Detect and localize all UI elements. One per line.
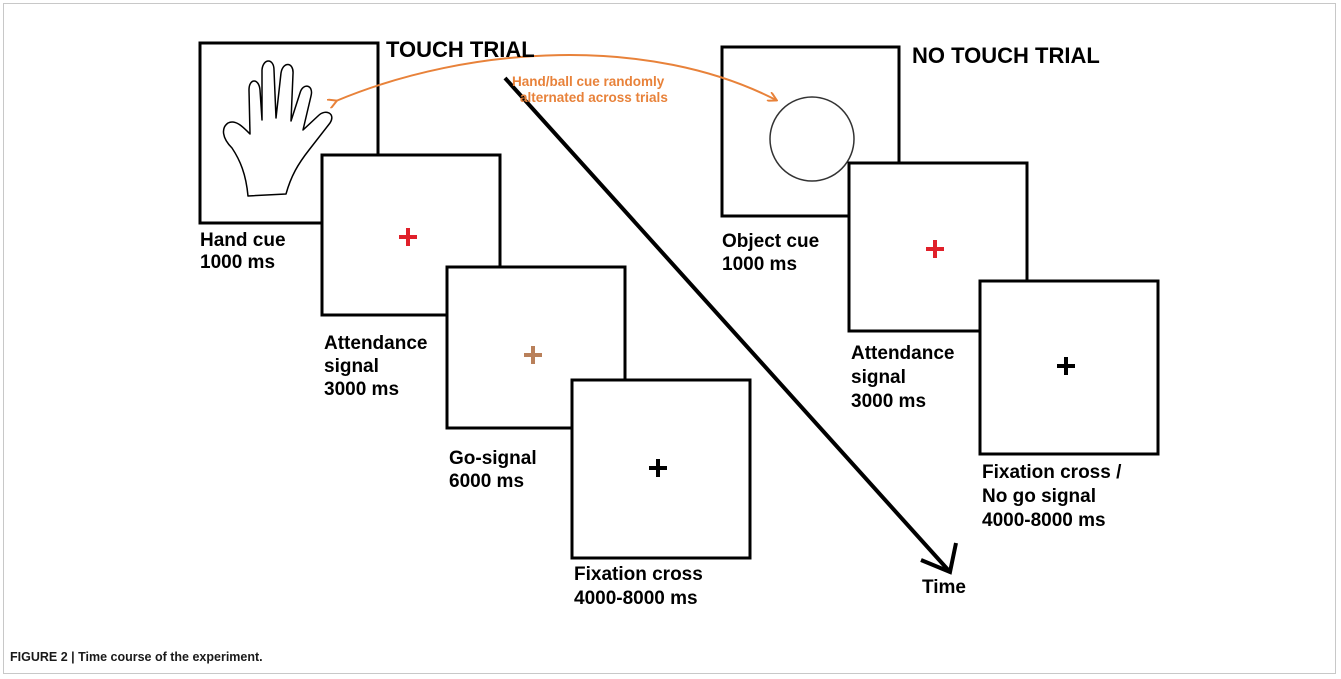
attendance-label-no-touch-2: signal — [851, 367, 906, 388]
attendance-label-no-touch: Attendance — [851, 343, 954, 364]
touch-trial-title: TOUCH TRIAL — [386, 37, 535, 62]
plus-cross-icon — [926, 240, 944, 258]
hand-cue-duration: 1000 ms — [200, 252, 275, 273]
alternation-note-line2: alternated across trials — [520, 90, 668, 105]
figure-frame — [3, 3, 1336, 674]
time-label: Time — [922, 577, 966, 598]
attendance-duration-no-touch: 3000 ms — [851, 391, 926, 412]
no-touch-trial-title: NO TOUCH TRIAL — [912, 43, 1100, 68]
figure-caption: FIGURE 2 | Time course of the experiment… — [10, 650, 263, 664]
plus-cross-icon — [524, 346, 542, 364]
object-cue-label: Object cue — [722, 231, 819, 252]
plus-cross-icon — [649, 459, 667, 477]
plus-cross-icon — [1057, 357, 1075, 375]
fixation-duration-no-touch: 4000-8000 ms — [982, 510, 1106, 531]
attendance-label-touch: Attendance — [324, 333, 427, 354]
fixation-label-no-touch: Fixation cross / — [982, 462, 1122, 483]
object-cue-duration: 1000 ms — [722, 254, 797, 275]
alternation-note-line1: Hand/ball cue randomly — [512, 74, 665, 89]
alternation-arrow — [336, 54, 776, 101]
go-signal-duration: 6000 ms — [449, 471, 524, 492]
attendance-label-touch-2: signal — [324, 356, 379, 377]
fixation-duration-touch: 4000-8000 ms — [574, 588, 698, 609]
hand-cue-label: Hand cue — [200, 230, 286, 251]
plus-cross-icon — [399, 228, 417, 246]
circle-outline-icon — [769, 96, 855, 182]
fixation-label-touch: Fixation cross — [574, 564, 703, 585]
no-go-label: No go signal — [982, 486, 1096, 507]
attendance-duration-touch: 3000 ms — [324, 379, 399, 400]
go-signal-label: Go-signal — [449, 448, 537, 469]
hand-outline-icon — [222, 60, 333, 197]
time-arrow — [503, 76, 958, 575]
